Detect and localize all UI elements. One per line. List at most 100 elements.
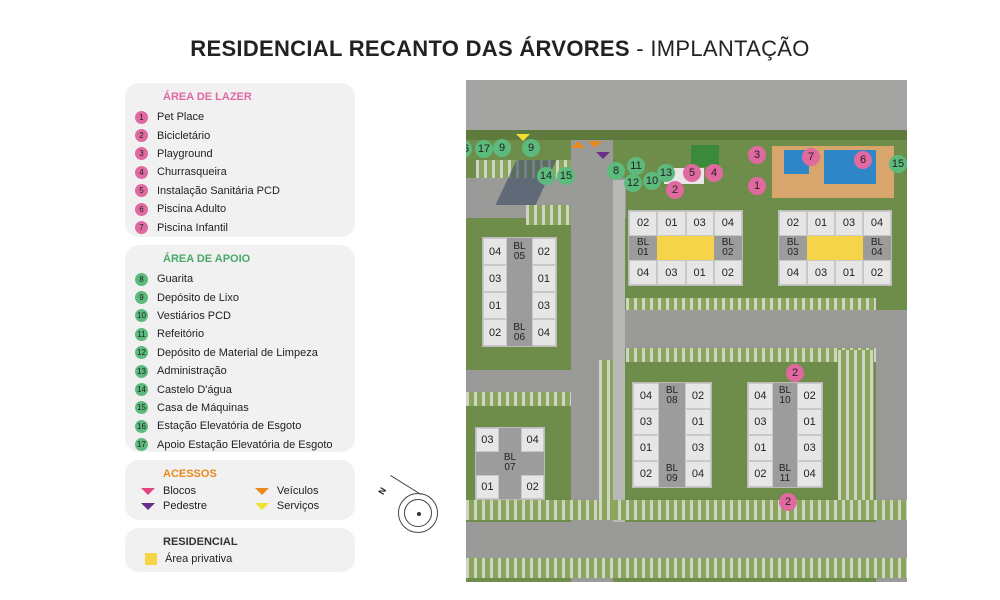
number-badge-icon: 6: [135, 202, 148, 216]
unit: 02: [713, 260, 742, 285]
legend-acessos: ACESSOS Blocos Veículos Pedestre Serviço…: [125, 460, 355, 520]
unit: 04: [797, 461, 822, 487]
number-badge-icon: 2: [135, 129, 148, 143]
number-badge-icon: 13: [135, 364, 148, 378]
veiculos-access-icon: [588, 141, 602, 148]
number-badge-icon: 1: [135, 110, 148, 124]
marker-apoio-9[interactable]: 9: [493, 139, 511, 157]
triangle-veiculos-icon: [254, 487, 269, 495]
marker-lazer-4[interactable]: 4: [705, 164, 723, 182]
legend-label: Bicicletário: [157, 129, 211, 142]
page-title: RESIDENCIAL RECANTO DAS ÁRVORES - IMPLAN…: [0, 36, 1000, 62]
unit: 04: [685, 461, 711, 487]
core: [498, 475, 522, 499]
marker-lazer-1[interactable]: 1: [748, 177, 766, 195]
unit: 04: [629, 260, 658, 285]
marker-apoio-17[interactable]: 17: [475, 140, 493, 158]
number-badge-icon: 14: [135, 383, 148, 397]
marker-apoio-15[interactable]: 15: [557, 167, 575, 185]
servicos-access-icon: [516, 134, 530, 141]
unit: 03: [797, 435, 822, 461]
marker-lazer-3[interactable]: 3: [748, 146, 766, 164]
legend-privativa-label: Área privativa: [165, 553, 233, 565]
marker-apoio-11[interactable]: 11: [627, 157, 645, 175]
legend-label: Vestiários PCD: [157, 309, 231, 322]
number-badge-icon: 15: [135, 401, 148, 415]
marker-apoio-9[interactable]: 9: [522, 139, 540, 157]
unit: 01: [633, 435, 659, 461]
number-badge-icon: 17: [135, 438, 148, 452]
marker-apoio-12[interactable]: 12: [624, 174, 642, 192]
number-badge-icon: 7: [135, 221, 148, 235]
unit: 01: [797, 409, 822, 435]
legend-item-apoio: 15 Casa de Máquinas: [135, 399, 345, 417]
marker-apoio-15[interactable]: 15: [889, 155, 907, 173]
core: [507, 265, 532, 292]
number-badge-icon: 12: [135, 346, 148, 360]
marker-lazer-2[interactable]: 2: [786, 364, 804, 382]
marker-lazer-2[interactable]: 2: [666, 181, 684, 199]
core: [772, 435, 798, 461]
legend-lazer-title: ÁREA DE LAZER: [163, 91, 252, 103]
marker-lazer-6[interactable]: 6: [854, 151, 872, 169]
marker-apoio-14[interactable]: 14: [537, 167, 555, 185]
area-privativa-swatch-icon: [145, 553, 157, 565]
block-label: BL 01: [629, 235, 658, 261]
number-badge-icon: 3: [135, 147, 148, 161]
unit: 04: [531, 319, 556, 346]
block-label: BL 03: [779, 235, 807, 261]
marker-lazer-5[interactable]: 5: [683, 164, 701, 182]
core: [835, 235, 863, 261]
legend-label: Casa de Máquinas: [157, 401, 249, 414]
block-label: BL 07: [498, 451, 522, 476]
compass-north-label: N: [376, 485, 389, 497]
core: [521, 451, 544, 476]
marker-apoio-13[interactable]: 13: [657, 164, 675, 182]
marker-lazer-2[interactable]: 2: [779, 493, 797, 511]
number-badge-icon: 9: [135, 291, 148, 305]
veiculos-access-icon: [571, 141, 585, 148]
legend-label: Piscina Adulto: [157, 203, 227, 216]
triangle-blocos-icon: [141, 487, 155, 495]
unit: 03: [657, 260, 686, 285]
unit: 03: [685, 435, 711, 461]
street: [466, 80, 907, 130]
unit: 01: [531, 265, 556, 292]
unit: 02: [629, 211, 658, 236]
unit: 02: [685, 383, 711, 409]
legend-item-lazer: 2 Bicicletário: [135, 126, 345, 144]
block-label: BL 04: [863, 235, 891, 261]
unit: 02: [483, 319, 508, 346]
unit: 01: [657, 211, 686, 236]
marker-lazer-7[interactable]: 7: [802, 148, 820, 166]
marker-apoio-10[interactable]: 10: [643, 172, 661, 190]
marker-apoio-16[interactable]: 16: [466, 140, 472, 158]
unit: 04: [521, 428, 544, 452]
unit: 01: [807, 211, 835, 236]
legend-apoio-title: ÁREA DE APOIO: [163, 253, 251, 265]
marker-apoio-8[interactable]: 8: [607, 162, 625, 180]
unit: 02: [748, 461, 773, 487]
unit: 02: [633, 461, 659, 487]
core: [659, 409, 685, 435]
unit: 01: [685, 260, 714, 285]
core: [659, 435, 685, 461]
unit: 01: [483, 292, 508, 319]
triangle-servicos-icon: [254, 502, 269, 510]
block-label: BL 08: [659, 383, 685, 409]
